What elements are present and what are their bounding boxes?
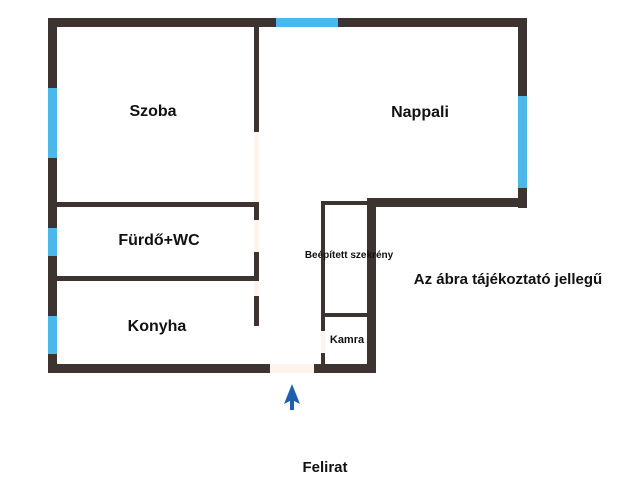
wall-furdo-hall-top [254,202,259,220]
room-label-furdo: Fürdő+WC [118,232,200,249]
window-top [276,18,338,27]
room-label-konyha: Konyha [128,318,187,335]
wall-wardrobe-left [321,201,325,364]
window-szoba [48,88,57,158]
interior-walls [56,26,371,364]
door-konyha [254,281,259,296]
wall-konyha-hall [254,296,259,326]
wall-bottom [48,364,376,373]
wall-szoba-furdo [56,202,259,207]
wall-szoba-hall [254,26,259,132]
room-label-nappali: Nappali [391,104,449,121]
wall-furdo-hall-bottom [254,252,259,278]
wall-wardrobe-kamra [321,313,371,317]
room-label-kamra: Kamra [330,334,365,346]
room-label-szoba: Szoba [129,103,176,120]
door-gaps [254,132,325,373]
window-furdo [48,228,57,256]
windows [48,18,527,354]
door-entry [270,364,314,373]
window-nappali [518,96,527,188]
disclaimer-note: Az ábra tájékoztató jellegű [414,271,602,288]
window-konyha [48,316,57,354]
wall-wardrobe-top [321,201,371,205]
door-furdo [254,220,259,252]
wall-left [48,18,57,373]
wall-furdo-konyha [56,276,259,281]
door-szoba [254,132,259,202]
room-label-szekreny: Beépített szekrény [305,250,394,261]
door-kamra [321,331,325,353]
wall-step-top [367,198,527,207]
caption: Felirat [302,459,347,476]
entry-arrow-icon [284,384,300,410]
wall-step-vertical [367,198,376,373]
outer-walls [48,18,527,373]
